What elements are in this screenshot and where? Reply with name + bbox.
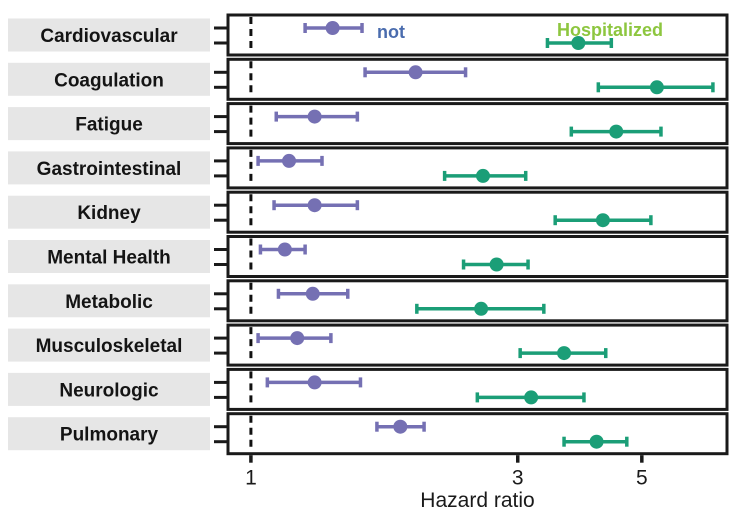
facet-strip bbox=[8, 372, 210, 406]
facet-strip bbox=[8, 62, 210, 96]
facet-panel bbox=[226, 235, 729, 278]
facet-label: Neurologic bbox=[59, 380, 159, 401]
data-point bbox=[290, 331, 305, 346]
x-axis-tick-label: 5 bbox=[636, 467, 648, 490]
data-point bbox=[307, 198, 322, 213]
facet-panel bbox=[226, 279, 729, 323]
facet-label: Cardiovascular bbox=[40, 26, 178, 47]
legend-label-not-hospitalized: not bbox=[377, 22, 405, 42]
facet-label: Gastrointestinal bbox=[37, 159, 182, 180]
facet-strip bbox=[8, 417, 210, 451]
data-point bbox=[589, 434, 604, 449]
facet-panel bbox=[226, 367, 729, 411]
facet-panel bbox=[226, 412, 729, 456]
data-point bbox=[557, 346, 572, 361]
facet-label: Metabolic bbox=[65, 292, 153, 313]
facet-label: Fatigue bbox=[75, 115, 143, 136]
facet-panel bbox=[226, 323, 729, 367]
facet-label: Kidney bbox=[77, 203, 141, 224]
data-point bbox=[571, 36, 586, 50]
facet-label: Coagulation bbox=[54, 70, 164, 91]
facet-strip bbox=[8, 18, 210, 52]
facet-label: Musculoskeletal bbox=[36, 336, 183, 357]
data-point bbox=[649, 80, 664, 95]
data-point bbox=[277, 242, 292, 257]
data-point bbox=[489, 257, 504, 272]
x-axis-title: Hazard ratio bbox=[420, 489, 535, 512]
data-point bbox=[307, 109, 322, 124]
facet-panel bbox=[226, 146, 729, 190]
facet-label: Pulmonary bbox=[60, 425, 159, 446]
facet-strip bbox=[8, 240, 210, 273]
facet-strip bbox=[8, 195, 210, 229]
facet-panel bbox=[226, 13, 729, 57]
data-point bbox=[524, 390, 539, 405]
x-axis-tick-label: 1 bbox=[245, 467, 257, 490]
data-point bbox=[307, 375, 322, 390]
data-point bbox=[282, 153, 297, 168]
facet-strip bbox=[8, 107, 210, 141]
data-point bbox=[475, 168, 490, 183]
data-point bbox=[325, 21, 340, 35]
facet-label: Mental Health bbox=[47, 248, 171, 269]
data-point bbox=[408, 65, 423, 80]
data-point bbox=[595, 213, 610, 228]
facet-strip bbox=[8, 151, 210, 185]
facet-panel bbox=[226, 190, 729, 234]
data-point bbox=[609, 124, 624, 139]
legend-label-hospitalized: Hospitalized bbox=[557, 20, 664, 40]
x-axis-tick-label: 3 bbox=[512, 467, 524, 490]
data-point bbox=[474, 301, 489, 316]
facet-panel bbox=[226, 57, 729, 101]
data-point bbox=[393, 419, 408, 434]
facet-strip bbox=[8, 284, 210, 318]
facet-strip bbox=[8, 328, 210, 362]
data-point bbox=[305, 286, 320, 301]
facet-panel bbox=[226, 102, 729, 146]
